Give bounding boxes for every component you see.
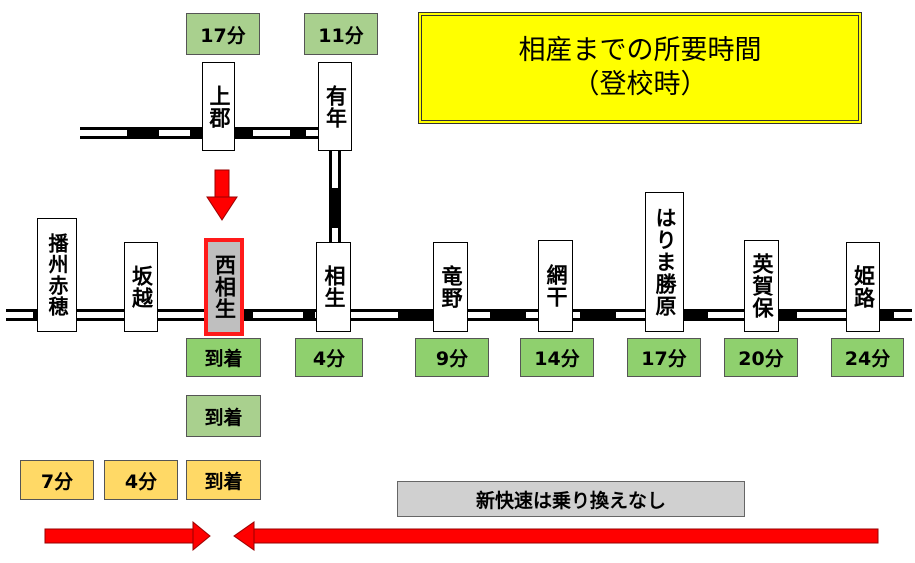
time-box-nishi-aioi-branch: 到着 bbox=[186, 395, 261, 437]
station-name: 坂越 bbox=[129, 265, 154, 309]
time-box-banshu-ako: 7分 bbox=[20, 460, 94, 500]
time-box-tatsuno: 9分 bbox=[415, 338, 489, 377]
track-block bbox=[329, 188, 341, 228]
track-block bbox=[235, 127, 253, 139]
time-box-aboshi: 14分 bbox=[520, 338, 594, 377]
station-name: 相生 bbox=[322, 265, 346, 309]
time-box-nishi-aioi-ako: 到着 bbox=[186, 460, 261, 500]
track-block bbox=[127, 127, 159, 139]
time-box-harima-katsuhara: 17分 bbox=[627, 338, 701, 377]
track-block bbox=[190, 127, 202, 139]
track-block bbox=[290, 127, 306, 139]
station-name: 竜野 bbox=[439, 265, 463, 309]
station-nishi-aioi: 西相生 bbox=[204, 238, 244, 336]
title-line1: 相産までの所要時間 bbox=[518, 35, 762, 67]
note-no-transfer: 新快速は乗り換えなし bbox=[397, 481, 745, 517]
station-hega-ho: 英賀保 bbox=[744, 240, 779, 332]
station-himeji: 姫路 bbox=[846, 242, 880, 332]
station-harima-katsuhara: はりま勝原 bbox=[645, 192, 684, 332]
red-left-arrow-icon bbox=[233, 521, 879, 551]
time-box-kamigori: 17分 bbox=[186, 13, 260, 55]
station-name: 西相生 bbox=[212, 254, 237, 320]
station-name: 上郡 bbox=[207, 84, 231, 129]
time-box-himeji: 24分 bbox=[831, 338, 904, 377]
station-u: 有年 bbox=[318, 62, 352, 151]
track-block bbox=[243, 309, 253, 321]
track-block bbox=[880, 309, 894, 321]
track-block bbox=[398, 309, 434, 321]
time-box-hega-ho: 20分 bbox=[724, 338, 798, 377]
station-aioi: 相生 bbox=[316, 242, 351, 332]
time-box-sakoshi: 4分 bbox=[104, 460, 178, 500]
station-name: 網干 bbox=[544, 264, 568, 308]
station-kamigori: 上郡 bbox=[202, 62, 235, 151]
track-block bbox=[684, 309, 708, 321]
track-block bbox=[490, 309, 526, 321]
station-sakoshi: 坂越 bbox=[124, 242, 158, 332]
station-name: 播州赤穂 bbox=[45, 233, 69, 317]
track-block bbox=[580, 309, 616, 321]
time-box-u: 11分 bbox=[304, 13, 378, 55]
track-block bbox=[779, 309, 797, 321]
station-aboshi: 網干 bbox=[538, 240, 573, 332]
track-block bbox=[303, 309, 315, 321]
title-line2: （登校時） bbox=[572, 69, 708, 100]
station-name: 有年 bbox=[323, 84, 348, 129]
red-down-arrow-icon bbox=[206, 169, 238, 221]
station-name: 姫路 bbox=[851, 265, 876, 309]
station-name: はりま勝原 bbox=[653, 207, 677, 317]
station-banshu-ako: 播州赤穂 bbox=[37, 218, 77, 332]
station-name: 英賀保 bbox=[750, 253, 774, 319]
time-box-nishi-aioi: 到着 bbox=[186, 338, 261, 377]
station-tatsuno: 竜野 bbox=[433, 242, 468, 332]
red-right-arrow-icon bbox=[44, 520, 211, 552]
time-box-aioi: 4分 bbox=[295, 338, 363, 377]
title-box: 相産までの所要時間 （登校時） bbox=[418, 12, 862, 124]
